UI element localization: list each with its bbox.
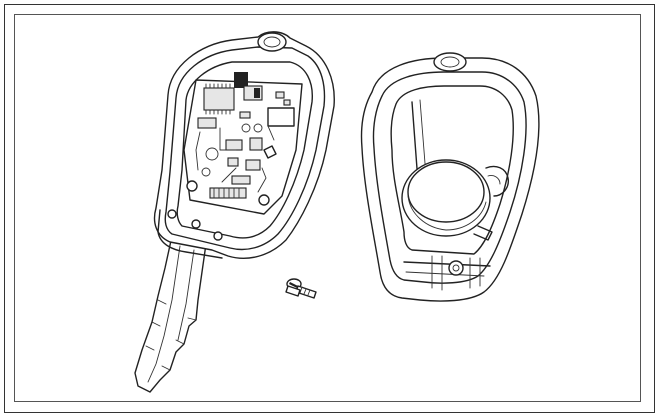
connector-strip	[209, 187, 247, 199]
chip-main	[203, 87, 235, 111]
coin-battery	[401, 159, 509, 241]
chip-dark-1	[234, 72, 248, 88]
circuit-board	[183, 72, 303, 215]
crystal-component	[267, 107, 295, 127]
key-blade	[134, 235, 207, 393]
screw	[285, 278, 317, 299]
chip-pins	[205, 83, 231, 115]
